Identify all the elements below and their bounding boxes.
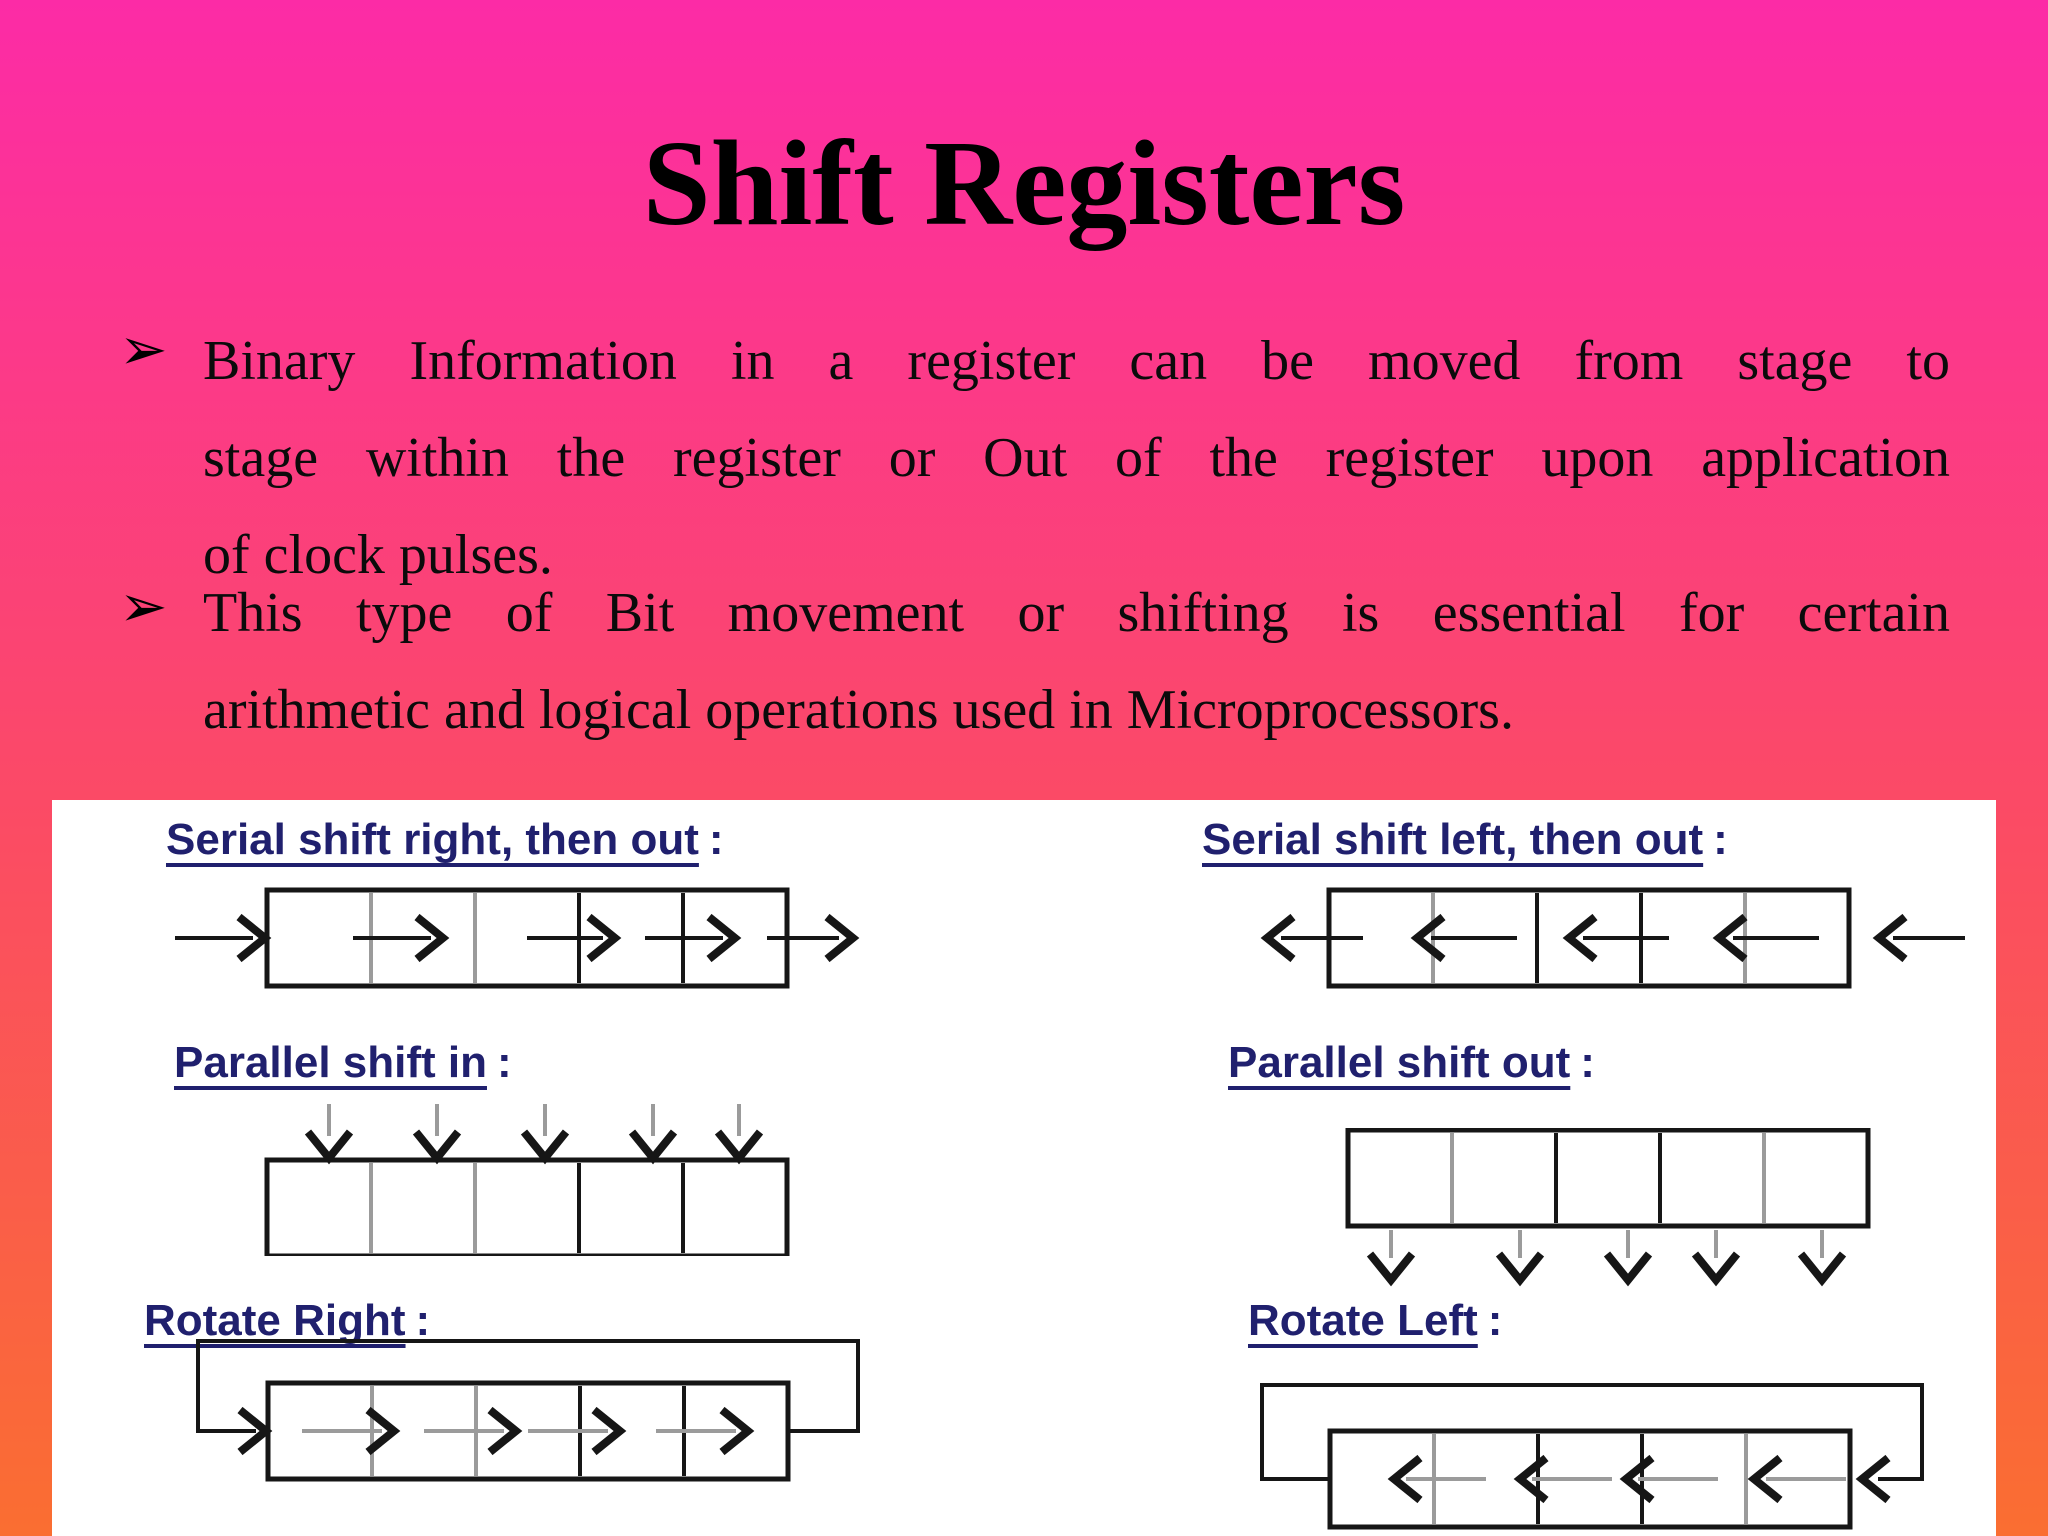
arrow-head-icon [714, 1129, 764, 1165]
arrow-head-icon [1410, 913, 1446, 963]
serial-shift-left-label: Serial shift left, then out: [1202, 815, 1728, 864]
bullet-1-line-1: Binary Information in a register can be … [203, 330, 1950, 392]
arrow-head-icon [1387, 1454, 1423, 1504]
arrow-head-icon [591, 1406, 627, 1456]
rotate-right-diagram [168, 1327, 948, 1504]
arrow-head-icon [1872, 913, 1908, 963]
parallel-shift-in-figure [264, 1104, 790, 1259]
register-box [264, 1157, 790, 1259]
arrow-head-icon [1691, 1251, 1741, 1287]
feedback-loop [1260, 1383, 1924, 1481]
serial-shift-right-label: Serial shift right, then out: [166, 815, 724, 864]
bullet-2-line-1: This type of Bit movement or shifting is… [203, 582, 1950, 644]
arrow-head-icon [1797, 1251, 1847, 1287]
arrow-head-icon [237, 1406, 273, 1456]
arrow-head-icon [414, 913, 450, 963]
rotate-right-label: Rotate Right: [144, 1296, 431, 1345]
arrow-head-icon [412, 1129, 462, 1165]
rotate-left-figure [1260, 1383, 1924, 1530]
arrow-head-icon [824, 913, 860, 963]
parallel-shift-out-label: Parallel shift out: [1228, 1038, 1595, 1087]
arrow-head-icon [1603, 1251, 1653, 1287]
arrow-head-icon [628, 1129, 678, 1165]
bullet-arrow-icon: ➢ [119, 572, 168, 640]
bullet-text-2: This type of Bit movement or shifting is… [203, 565, 1950, 759]
slide-title: Shift Registers [642, 116, 1406, 251]
arrow-head-icon [1366, 1251, 1416, 1287]
arrow-head-icon [236, 913, 272, 963]
bullet-arrow-icon: ➢ [119, 315, 168, 383]
parallel-shift-out-figure [1345, 1127, 1871, 1287]
diagram-panel: Serial shift right, then out: Serial shi… [52, 800, 1996, 1536]
rotate-right-figure [196, 1339, 860, 1482]
arrow-head-icon [719, 1406, 755, 1456]
arrow-head-icon [304, 1129, 354, 1165]
register-box [1345, 1127, 1871, 1229]
bullet-2-line-2: arithmetic and logical operations used i… [203, 679, 1514, 741]
rotate-left-label: Rotate Left: [1248, 1296, 1503, 1345]
serial-shift-left-then-out-figure [1260, 887, 1965, 989]
arrow-head-icon [706, 913, 742, 963]
parallel-shift-in-label: Parallel shift in: [174, 1038, 512, 1087]
serial-shift-right-diagram [167, 882, 937, 999]
arrow-head-icon [1619, 1454, 1655, 1504]
arrow-head-icon [586, 913, 622, 963]
arrow-head-icon [487, 1406, 523, 1456]
arrow-head-icon [365, 1406, 401, 1456]
arrow-head-icon [1562, 913, 1598, 963]
bullet-1-line-3: of clock pulses. [203, 524, 553, 586]
parallel-shift-in-diagram [167, 1096, 937, 1261]
serial-shift-left-diagram [1229, 882, 1996, 999]
arrow-head-icon [1495, 1251, 1545, 1287]
feedback-loop [196, 1339, 860, 1433]
bullet-1-line-2: stage within the register or Out of the … [203, 427, 1950, 489]
serial-shift-right-then-out-figure [175, 887, 860, 989]
bullet-text-1: Binary Information in a register can be … [203, 313, 1950, 604]
rotate-left-diagram [1230, 1375, 1996, 1536]
arrow-head-icon [1747, 1454, 1783, 1504]
arrow-head-icon [1712, 913, 1748, 963]
arrow-head-icon [1260, 913, 1296, 963]
arrow-head-icon [1855, 1454, 1891, 1504]
arrow-head-icon [1513, 1454, 1549, 1504]
arrow-head-icon [520, 1129, 570, 1165]
parallel-shift-out-diagram [1248, 1127, 1996, 1293]
